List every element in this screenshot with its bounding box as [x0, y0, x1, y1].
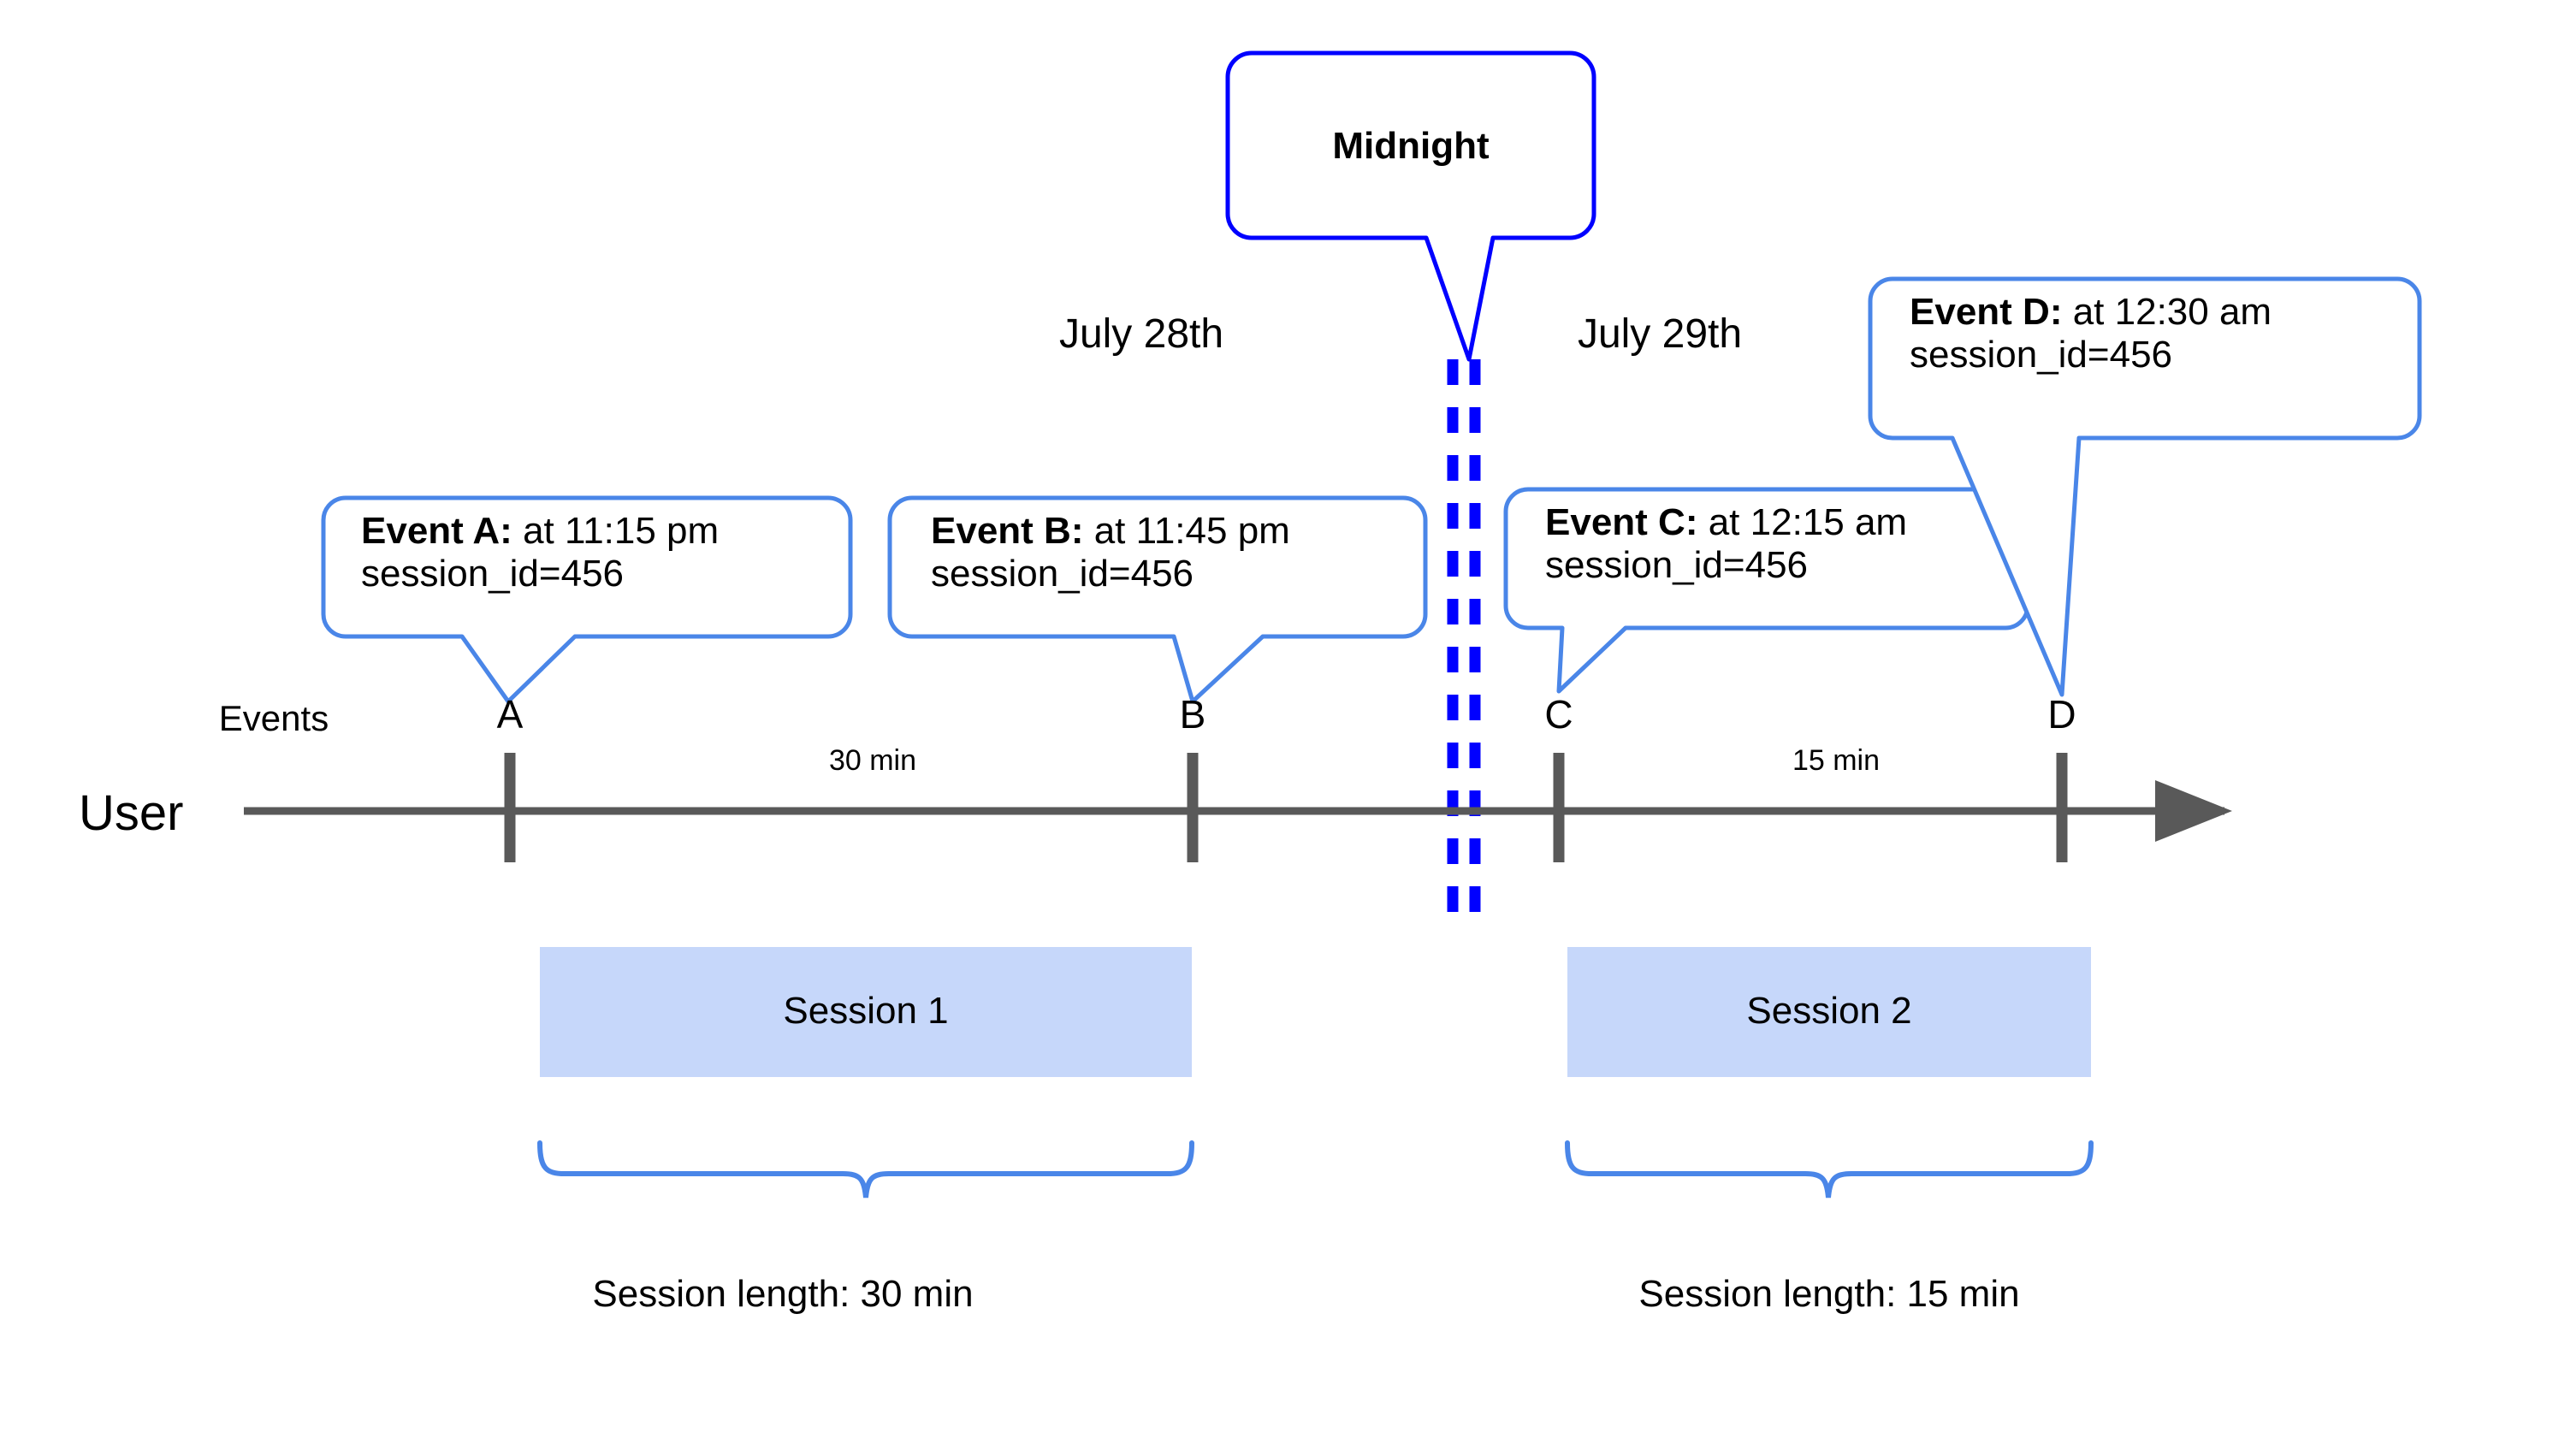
session-1-box [540, 947, 1192, 1077]
event-c-title: Event C: [1545, 501, 1698, 543]
event-c-time: at 12:15 am [1697, 501, 1908, 543]
event-c-callout-text: Event C: at 12:15 am session_id=456 [1545, 501, 1907, 587]
tick-label-d: D [2047, 692, 2076, 737]
session-2-box [1567, 947, 2091, 1077]
event-a-callout-shape [321, 495, 853, 704]
session-2-brace [1565, 1140, 2094, 1199]
event-b-callout-text: Event B: at 11:45 pm session_id=456 [931, 510, 1290, 595]
session-1-label: Session 1 [783, 990, 949, 1032]
events-row-label: Events [218, 698, 329, 738]
event-d-callout-text: Event D: at 12:30 am session_id=456 [1910, 291, 2272, 376]
timeline-ticks [504, 753, 2068, 862]
event-c-detail: session_id=456 [1545, 544, 1809, 586]
event-b-callout-shape [887, 495, 1428, 704]
tick-label-b: B [1179, 692, 1206, 737]
gap-label-30-min: 30 min [828, 744, 917, 777]
event-b-detail: session_id=456 [931, 553, 1194, 595]
event-b-time: at 11:45 pm [1083, 510, 1290, 552]
event-d-detail: session_id=456 [1910, 334, 2173, 376]
date-label-july-29: July 29th [1577, 311, 1743, 357]
event-a-title: Event A: [361, 510, 512, 552]
event-d-title: Event D: [1910, 291, 2063, 333]
gap-label-15-min: 15 min [1792, 744, 1881, 777]
tick-label-c: C [1544, 692, 1573, 737]
session-2-label: Session 2 [1746, 990, 1912, 1032]
midnight-label: Midnight [1332, 125, 1490, 167]
session-1-length-label: Session length: 30 min [592, 1273, 974, 1315]
midnight-divider-lines [1447, 359, 1481, 932]
session-2-length-label: Session length: 15 min [1638, 1273, 2020, 1315]
event-a-time: at 11:15 pm [512, 510, 720, 552]
session-1-brace [537, 1140, 1194, 1199]
user-lane-label: User [79, 785, 184, 841]
tick-label-a: A [496, 692, 524, 737]
event-a-detail: session_id=456 [361, 553, 625, 595]
event-a-callout-text: Event A: at 11:15 pm session_id=456 [361, 510, 719, 595]
event-d-callout-shape [1868, 276, 2422, 697]
event-d-time: at 12:30 am [2062, 291, 2272, 333]
midnight-callout-shape [1225, 50, 1596, 362]
event-b-title: Event B: [931, 510, 1084, 552]
date-label-july-28: July 28th [1058, 311, 1224, 357]
